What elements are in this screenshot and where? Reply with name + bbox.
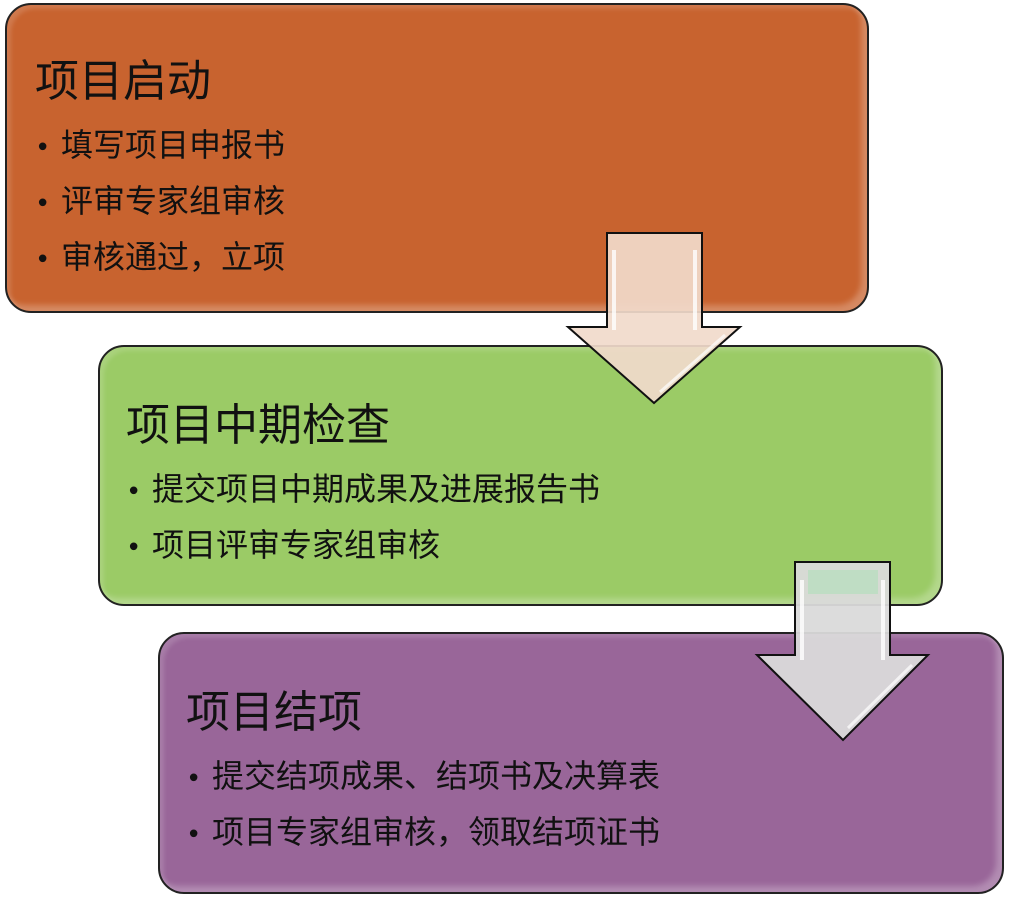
stage-title: 项目中期检查 [126,400,390,451]
stage-item: 提交结项成果、结项书及决算表 [186,750,660,806]
stage-box-project-start: 项目启动 填写项目申报书 评审专家组审核 审核通过，立项 [5,3,869,313]
stage-title: 项目启动 [35,56,211,107]
stage-item: 填写项目申报书 [35,119,285,175]
stage-title: 项目结项 [186,687,362,738]
stage-box-project-closure: 项目结项 提交结项成果、结项书及决算表 项目专家组审核，领取结项证书 [158,632,1004,894]
stage-items: 填写项目申报书 评审专家组审核 审核通过，立项 [35,119,285,287]
stage-item: 审核通过，立项 [35,231,285,287]
stage-item: 项目评审专家组审核 [126,519,600,575]
stage-item: 提交项目中期成果及进展报告书 [126,463,600,519]
stage-items: 提交结项成果、结项书及决算表 项目专家组审核，领取结项证书 [186,750,660,862]
stage-item: 项目专家组审核，领取结项证书 [186,806,660,862]
stage-box-midterm-check: 项目中期检查 提交项目中期成果及进展报告书 项目评审专家组审核 [98,345,943,606]
stage-item: 评审专家组审核 [35,175,285,231]
stage-items: 提交项目中期成果及进展报告书 项目评审专家组审核 [126,463,600,575]
